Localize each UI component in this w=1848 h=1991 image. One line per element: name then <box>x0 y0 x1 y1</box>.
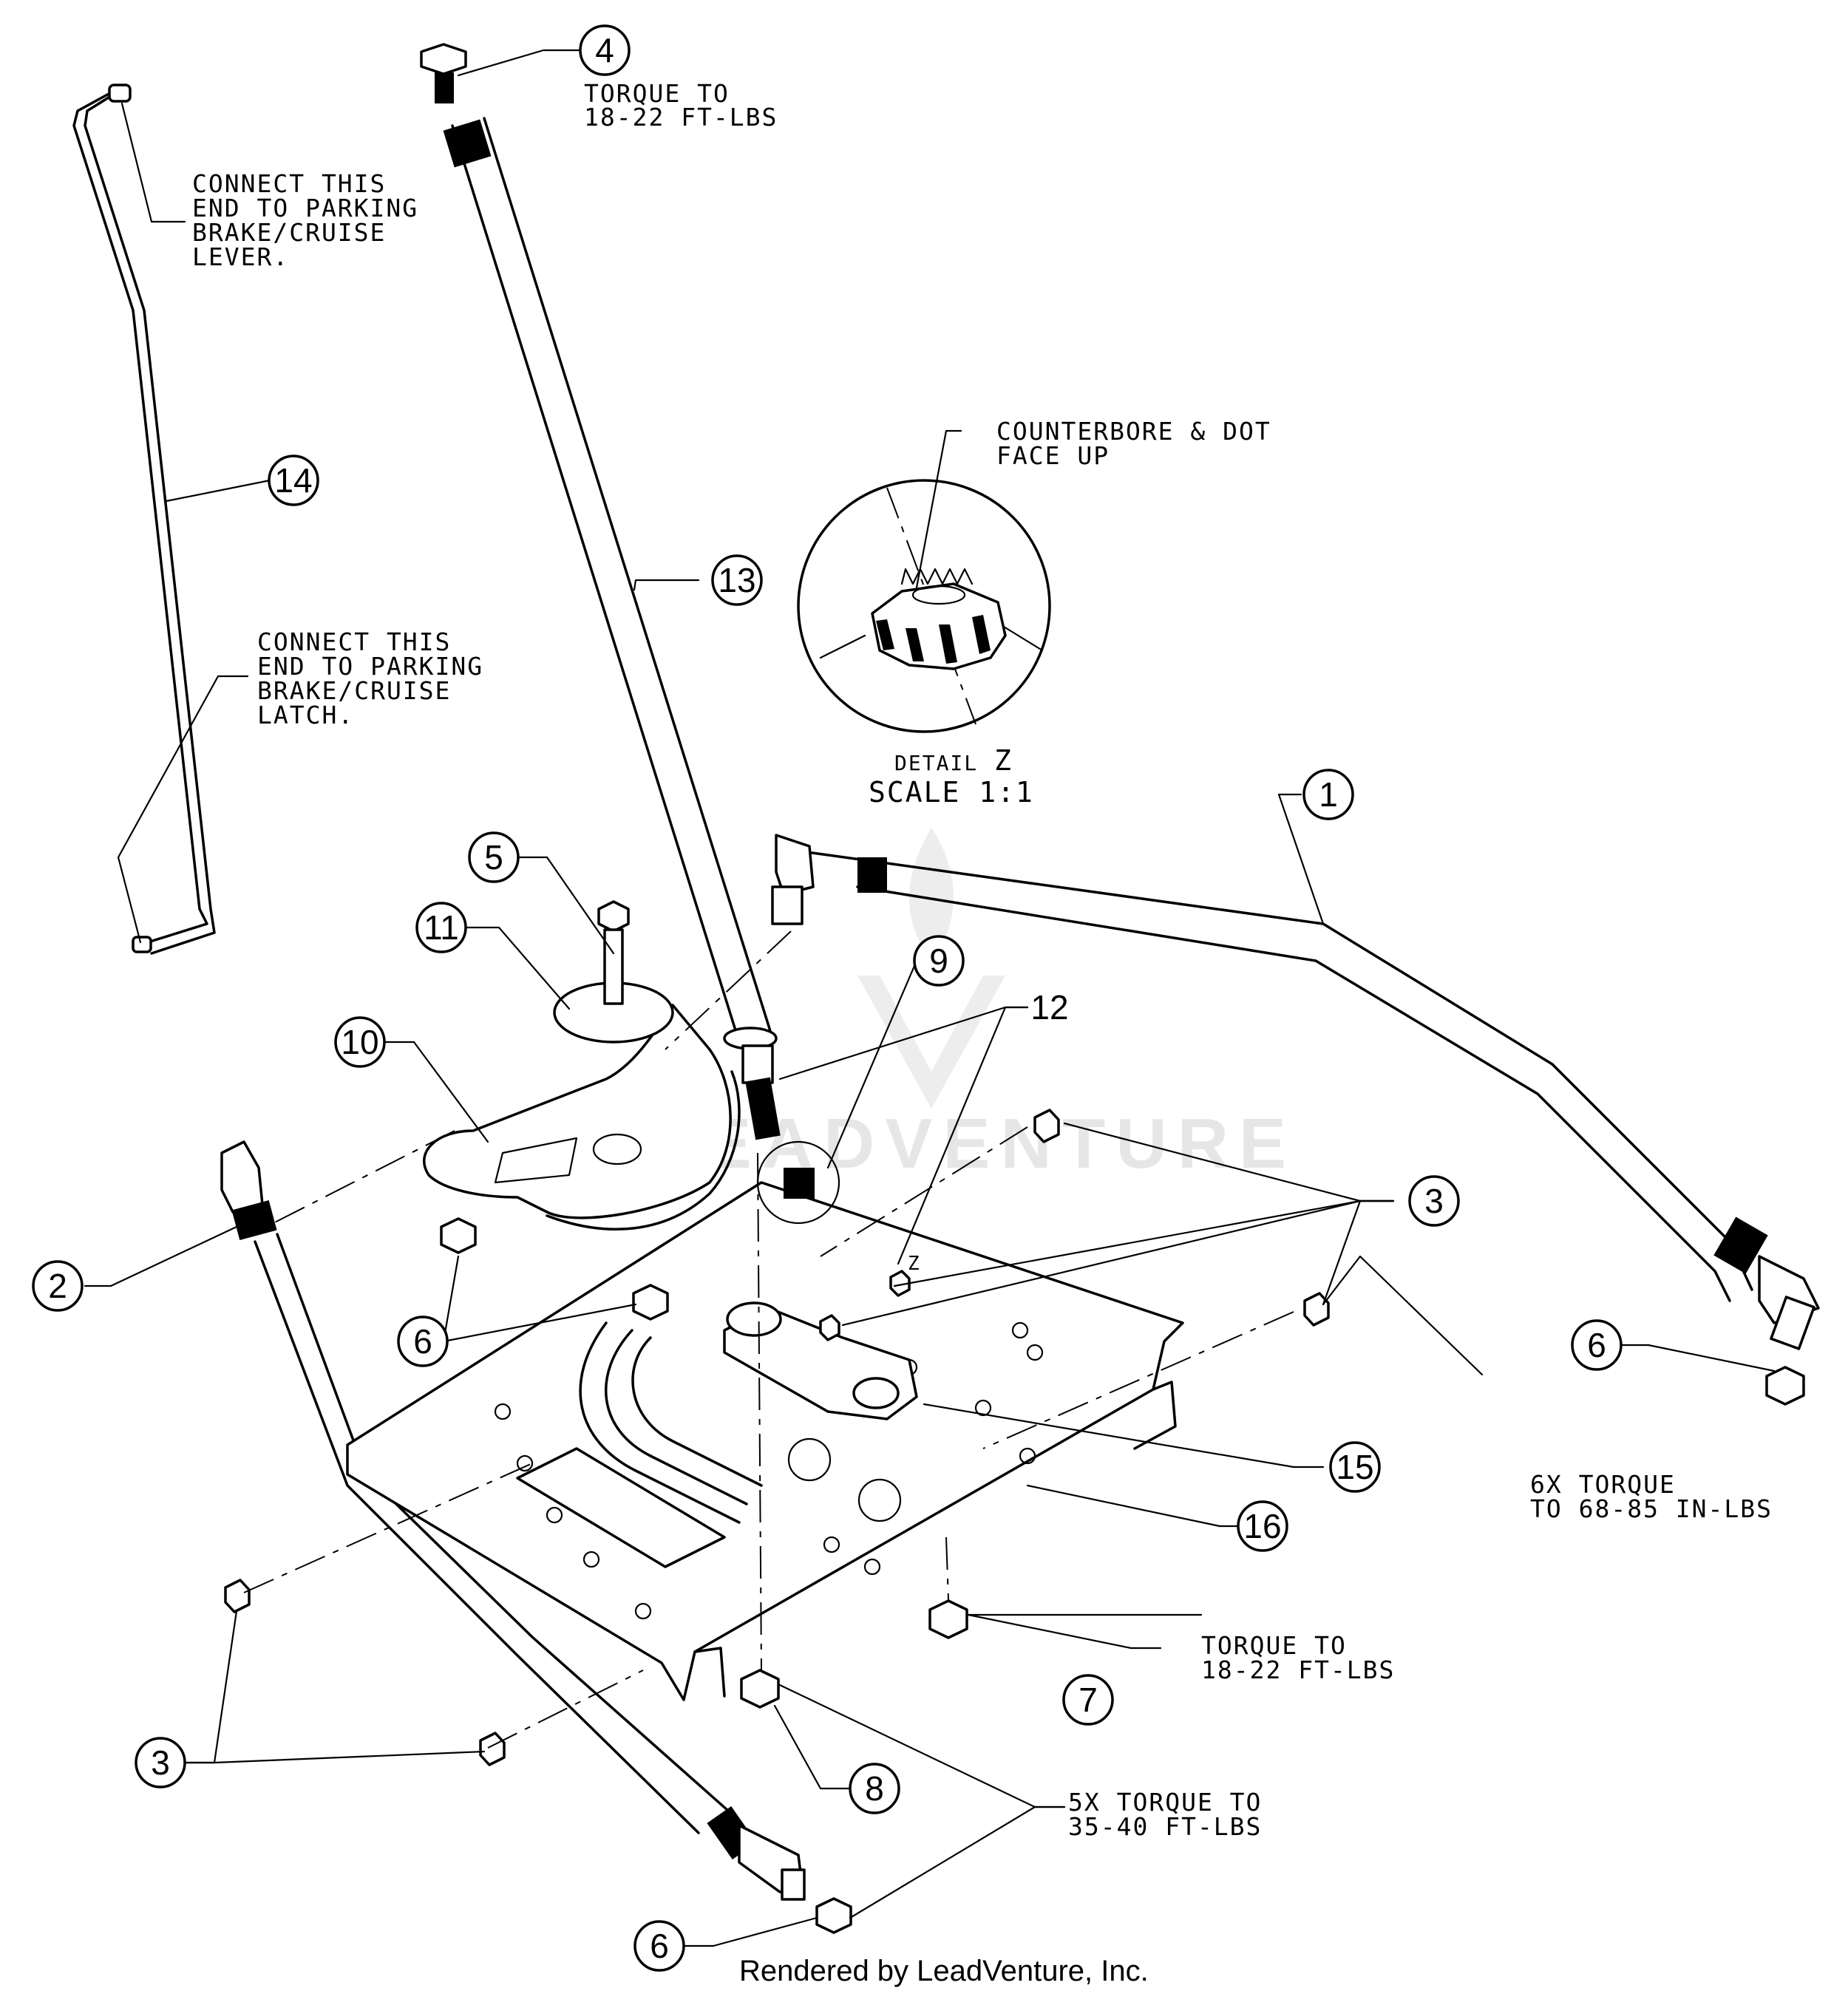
note-torque-top: TORQUE TO 18-22 FT-LBS <box>584 79 778 132</box>
callout-4-label: 4 <box>595 31 614 69</box>
note-torque-mid-line1: TORQUE TO <box>1201 1631 1347 1660</box>
callout-6-right: 6 <box>1571 1319 1623 1371</box>
note-counterbore-line2: FACE UP <box>996 441 1110 470</box>
note-detail-scale: DETAIL Z SCALE 1:1 <box>869 744 1034 809</box>
callout-3-left: 3 <box>135 1737 186 1789</box>
footer-credit: Rendered by LeadVenture, Inc. <box>739 1955 1149 1987</box>
note-torque-mid: TORQUE TO 18-22 FT-LBS <box>1201 1631 1395 1684</box>
callout-6-bottom: 6 <box>633 1920 685 1972</box>
note-torque-top-line2: 18-22 FT-LBS <box>584 103 778 132</box>
detail-marker-z: Z <box>908 1253 921 1275</box>
note-counterbore-line1: COUNTERBORE & DOT <box>996 417 1271 446</box>
detail-label: DETAIL <box>894 751 978 775</box>
callout-1: 1 <box>1302 769 1354 820</box>
callout-7: 7 <box>1062 1674 1114 1726</box>
part-1-drag-link <box>771 834 1820 1350</box>
callout-3-right-label: 3 <box>1424 1182 1444 1220</box>
note-parking-lever-line2: END TO PARKING <box>192 194 418 222</box>
callout-10: 10 <box>334 1016 386 1068</box>
part-13-steering-shaft <box>443 117 781 1140</box>
part-5-bolt <box>597 900 630 1005</box>
note-detail-marker: Z <box>908 1253 921 1275</box>
callout-16: 16 <box>1237 1500 1288 1552</box>
note-parking-latch-line1: CONNECT THIS <box>257 627 451 656</box>
watermark-text: LEADVENTURE <box>650 1104 1297 1183</box>
detail-scale: SCALE 1:1 <box>869 776 1034 809</box>
detail-z <box>797 479 1051 733</box>
part-6-nut-right <box>1765 1366 1805 1406</box>
part-4-bolt <box>420 43 467 103</box>
part-7-8-nuts <box>740 1599 968 1709</box>
note-parking-latch-line3: BRAKE/CRUISE <box>257 676 451 705</box>
callout-13-label: 13 <box>718 561 755 599</box>
note-parking-lever: CONNECT THIS END TO PARKING BRAKE/CRUISE… <box>192 169 418 271</box>
callout-11: 11 <box>415 902 467 953</box>
callout-8: 8 <box>849 1763 900 1814</box>
callout-11-label: 11 <box>424 908 459 947</box>
note-parking-latch: CONNECT THIS END TO PARKING BRAKE/CRUISE… <box>257 627 483 729</box>
note-torque-5x-line2: 35-40 FT-LBS <box>1068 1812 1262 1841</box>
callout-8-label: 8 <box>865 1769 884 1808</box>
callout-14: 14 <box>268 455 319 506</box>
callout-9: 9 <box>913 935 965 987</box>
callout-6-right-label: 6 <box>1587 1326 1606 1364</box>
watermark: LEADVENTURE <box>650 828 1297 1183</box>
note-parking-latch-line4: LATCH. <box>257 701 354 729</box>
note-torque-5x-line1: 5X TORQUE TO <box>1068 1788 1262 1817</box>
note-torque-top-line1: TORQUE TO <box>584 79 730 108</box>
note-torque-6x-line1: 6X TORQUE <box>1530 1470 1676 1499</box>
note-torque-mid-line2: 18-22 FT-LBS <box>1201 1655 1395 1684</box>
note-parking-latch-line2: END TO PARKING <box>257 652 483 681</box>
note-torque-5x: 5X TORQUE TO 35-40 FT-LBS <box>1068 1788 1262 1841</box>
part-2-tie-rod <box>220 1140 806 1901</box>
callout-1-label: 1 <box>1319 775 1338 814</box>
callout-12: 12 <box>1030 988 1068 1027</box>
callout-5: 5 <box>468 831 520 883</box>
note-parking-lever-line3: BRAKE/CRUISE <box>192 218 386 247</box>
note-counterbore: COUNTERBORE & DOT FACE UP <box>996 417 1271 470</box>
note-parking-lever-line1: CONNECT THIS <box>192 169 386 198</box>
callout-2: 2 <box>32 1260 84 1312</box>
callout-6-mid: 6 <box>397 1316 449 1367</box>
callout-4: 4 <box>579 24 631 76</box>
callout-5-label: 5 <box>484 838 503 877</box>
note-parking-lever-line4: LEVER. <box>192 242 289 271</box>
part-16-base-plate <box>346 1181 1184 1701</box>
callout-6-mid-label: 6 <box>413 1322 432 1361</box>
part-14-parking-rod <box>72 84 216 955</box>
note-torque-6x: 6X TORQUE TO 68-85 IN-LBS <box>1530 1470 1773 1523</box>
note-torque-6x-line2: TO 68-85 IN-LBS <box>1530 1494 1773 1523</box>
callout-6-bottom-label: 6 <box>650 1927 669 1965</box>
callout-3-right: 3 <box>1408 1175 1460 1227</box>
detail-letter: Z <box>994 744 1013 777</box>
part-3-bolts <box>224 1109 1330 1766</box>
callout-14-label: 14 <box>274 461 312 500</box>
callout-16-label: 16 <box>1243 1507 1281 1545</box>
callout-12-label: 12 <box>1030 988 1068 1027</box>
callout-9-label: 9 <box>929 942 948 980</box>
callout-15: 15 <box>1329 1441 1381 1493</box>
callout-2-label: 2 <box>48 1267 67 1305</box>
part-15-steering-arm <box>723 1301 918 1420</box>
centerlines <box>243 930 1294 1749</box>
callout-10-label: 10 <box>341 1023 378 1061</box>
callout-7-label: 7 <box>1078 1681 1098 1719</box>
part-6-nuts-left <box>440 1217 852 1934</box>
callout-13: 13 <box>711 554 763 606</box>
callout-3-left-label: 3 <box>151 1743 170 1782</box>
leader-lines <box>84 49 1776 1947</box>
part-10-sector-gear <box>423 1004 741 1231</box>
callout-15-label: 15 <box>1336 1448 1373 1486</box>
